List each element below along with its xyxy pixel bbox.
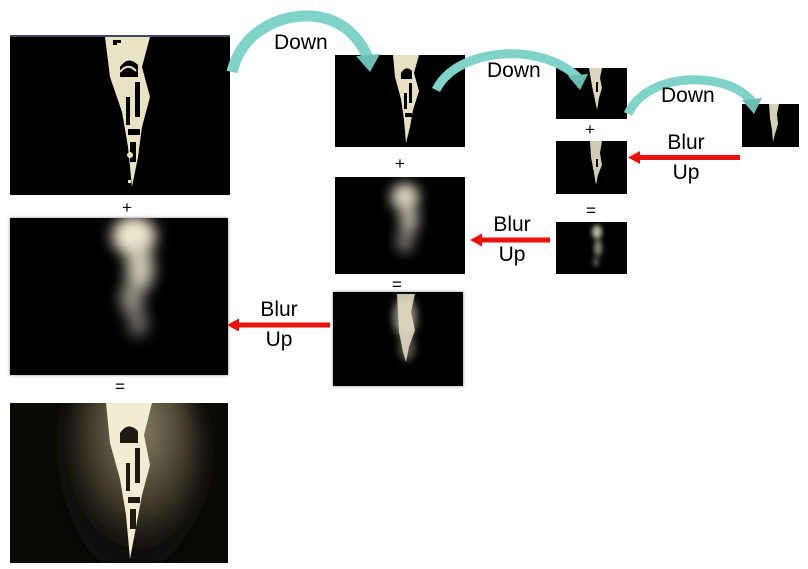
equals-sign-level1: =	[392, 275, 402, 294]
level2-result-image	[592, 225, 602, 267]
down-label-1: Down	[274, 31, 328, 54]
plus-sign-level2: +	[585, 120, 595, 139]
level1-blurred-image	[391, 183, 419, 253]
blur-up-label-1: Blur Up	[244, 295, 314, 355]
image-level2-blurred	[556, 141, 627, 194]
blur-up-label-3: Blur Up	[651, 128, 721, 188]
blurred-bloom-image	[112, 218, 156, 337]
down-arrow-1	[226, 10, 380, 74]
image-level0-blurred	[10, 218, 228, 375]
down-label-2: Down	[487, 59, 541, 82]
down-arrow-2	[431, 49, 588, 93]
equals-sign-level2: =	[586, 201, 596, 220]
image-level0-original	[10, 35, 230, 195]
up-text-3: Up	[672, 161, 700, 184]
final-bloom-image	[10, 403, 228, 563]
blur-text-1: Blur	[260, 298, 298, 321]
blur-text-3: Blur	[667, 131, 705, 154]
blur-up-arrow-1	[227, 318, 330, 332]
blur-up-arrow-2	[470, 233, 550, 247]
image-level1-blurred	[335, 177, 465, 274]
image-level1-result	[333, 292, 463, 386]
level2-image	[589, 68, 602, 110]
blur-up-arrow-3	[628, 151, 740, 164]
up-text-1: Up	[265, 328, 293, 351]
up-text-2: Up	[498, 243, 526, 266]
image-level3-downsampled	[742, 104, 799, 147]
down-label-3: Down	[661, 84, 715, 107]
plus-sign-level1: +	[395, 154, 405, 173]
level1-image	[393, 55, 419, 143]
level2-blurred-image	[590, 141, 602, 185]
blur-text-2: Blur	[493, 213, 531, 236]
image-level0-result	[10, 403, 228, 563]
plus-sign-level0: +	[122, 198, 132, 217]
level3-image	[769, 104, 779, 142]
image-level1-downsampled	[335, 55, 465, 147]
level1-result-image	[393, 294, 417, 362]
equals-sign-level0: =	[115, 377, 125, 396]
down-arrow-3	[623, 75, 762, 117]
bright-pass-image	[105, 37, 150, 187]
image-level2-downsampled	[556, 68, 627, 119]
blur-up-label-2: Blur Up	[477, 210, 547, 270]
image-level2-result	[556, 222, 627, 274]
